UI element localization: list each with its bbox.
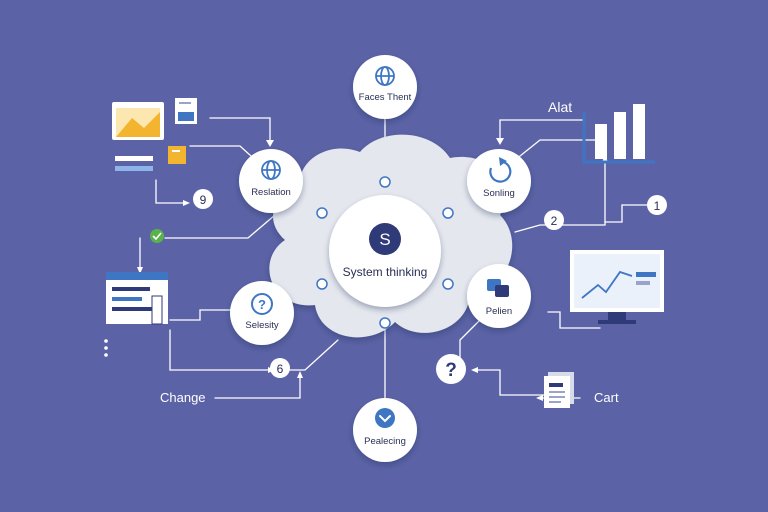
cycle-icon: [489, 157, 512, 183]
node-top[interactable]: Faces Thent: [353, 55, 417, 119]
hub-dots: [316, 176, 454, 329]
document-icon: [175, 98, 197, 124]
svg-text:9: 9: [200, 193, 207, 207]
alert-label: Alat: [548, 99, 572, 115]
svg-text:2: 2: [551, 214, 558, 228]
svg-text:?: ?: [445, 360, 457, 381]
node-bottom-label: Pealecing: [364, 436, 406, 447]
monitor-chart-icon: [570, 250, 664, 324]
badge-question: ?: [436, 354, 466, 384]
change-label: Change: [160, 390, 206, 405]
globe-icon: [261, 160, 281, 180]
node-upper-right-label: Sonling: [483, 188, 515, 199]
badge-lower-number: 6: [270, 358, 290, 378]
svg-text:6: 6: [277, 362, 284, 376]
node-lower-left[interactable]: ? Selesity: [230, 281, 294, 345]
node-lower-left-label: Selesity: [245, 320, 279, 331]
badge-left-number: 9: [193, 189, 213, 209]
center-logo: [369, 223, 401, 255]
node-lower-right[interactable]: Pelien: [467, 264, 531, 328]
node-upper-left[interactable]: Reslation: [239, 149, 303, 213]
yellow-note-icon: [168, 146, 186, 164]
document-stack-icon: [544, 372, 574, 408]
badge-right-one: 1: [647, 195, 667, 215]
svg-text:1: 1: [654, 199, 661, 213]
browser-window-icon: [106, 272, 168, 325]
cart-label: Cart: [594, 390, 619, 405]
center-node[interactable]: S System thinking: [329, 195, 441, 307]
badge-right-two: 2: [544, 210, 564, 230]
chevron-down-icon: [375, 408, 395, 428]
dots-vertical-icon: [104, 339, 108, 357]
arrowheads: [137, 138, 608, 401]
globe-icon: [375, 66, 395, 86]
center-label: System thinking: [343, 265, 428, 279]
landscape-image-icon: [112, 102, 164, 140]
center-letter: S: [379, 230, 390, 249]
bar-chart-icon: [582, 104, 655, 164]
question-mark-icon: ?: [251, 293, 273, 315]
check-badge-icon: [150, 229, 164, 243]
chat-icon: [487, 279, 509, 297]
node-upper-left-label: Reslation: [251, 187, 291, 198]
node-bottom[interactable]: Pealecing: [353, 398, 417, 462]
svg-text:?: ?: [258, 297, 266, 312]
node-top-label: Faces Thent: [359, 92, 412, 103]
node-upper-right[interactable]: Sonling: [467, 149, 531, 213]
text-lines-icon: [115, 156, 153, 171]
node-lower-right-label: Pelien: [486, 306, 512, 317]
